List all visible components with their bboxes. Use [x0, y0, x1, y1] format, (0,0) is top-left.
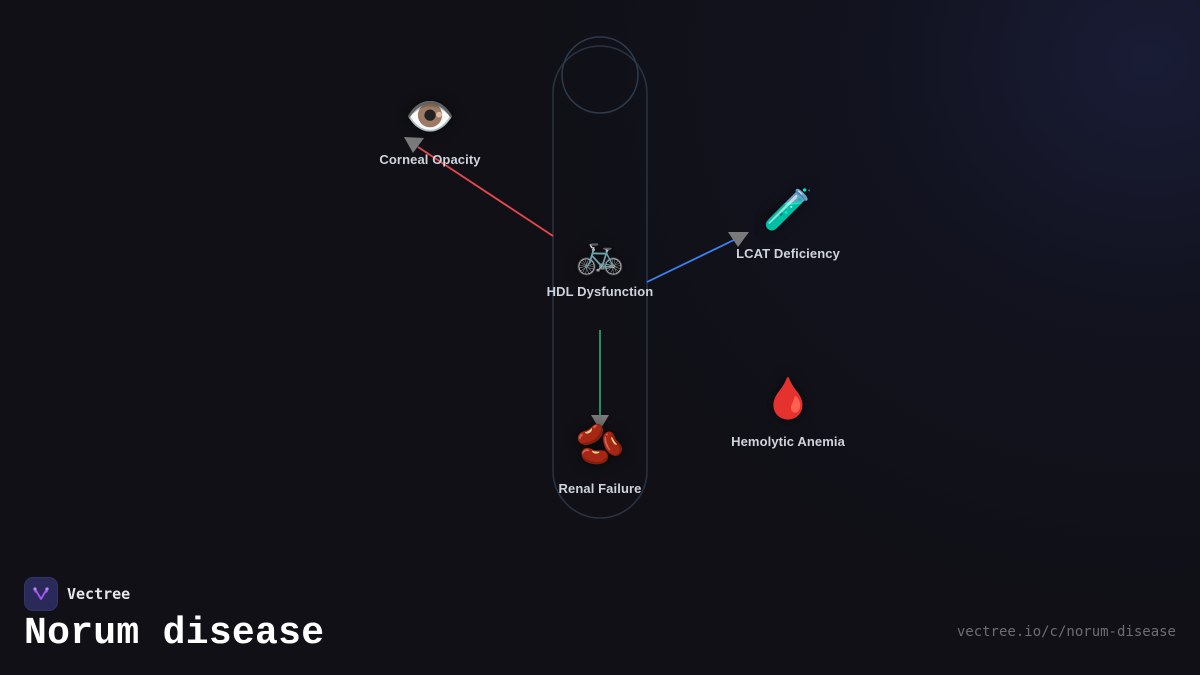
node-hdl-dysfunction[interactable]: 🚲 HDL Dysfunction	[547, 232, 654, 299]
node-corneal-opacity[interactable]: 👁️ Corneal Opacity	[379, 95, 480, 167]
beans-icon: 🫘	[575, 423, 625, 467]
node-label: HDL Dysfunction	[546, 284, 654, 299]
edge-hdl-to-corneal	[417, 146, 554, 237]
arrowhead-renal-icon	[591, 415, 609, 430]
node-label: Corneal Opacity	[379, 152, 481, 167]
brand-name: Vectree	[67, 585, 131, 603]
node-label: Renal Failure	[558, 481, 642, 496]
arrowhead-corneal-icon	[404, 137, 424, 153]
drop-of-blood-icon: 🩸	[763, 377, 813, 421]
bicycle-icon: 🚲	[575, 232, 625, 276]
eye-icon: 👁️	[405, 95, 455, 139]
test-tube-icon: 🧪	[763, 188, 813, 232]
page-title: Norum disease	[24, 612, 325, 655]
node-renal-failure[interactable]: 🫘 Renal Failure	[559, 423, 642, 496]
node-label: Hemolytic Anemia	[731, 434, 845, 449]
arrowhead-lcat-icon	[728, 232, 749, 247]
vectree-logo-icon	[24, 577, 58, 611]
node-label: LCAT Deficiency	[736, 246, 840, 261]
page-url-link[interactable]: vectree.io/c/norum-disease	[956, 624, 1176, 640]
node-lcat-deficiency[interactable]: 🧪 LCAT Deficiency	[736, 188, 840, 261]
brand: Vectree	[24, 577, 130, 611]
head-outline	[561, 36, 639, 114]
node-hemolytic-anemia[interactable]: 🩸 Hemolytic Anemia	[731, 377, 845, 449]
edge-hdl-to-lcat	[646, 238, 737, 283]
